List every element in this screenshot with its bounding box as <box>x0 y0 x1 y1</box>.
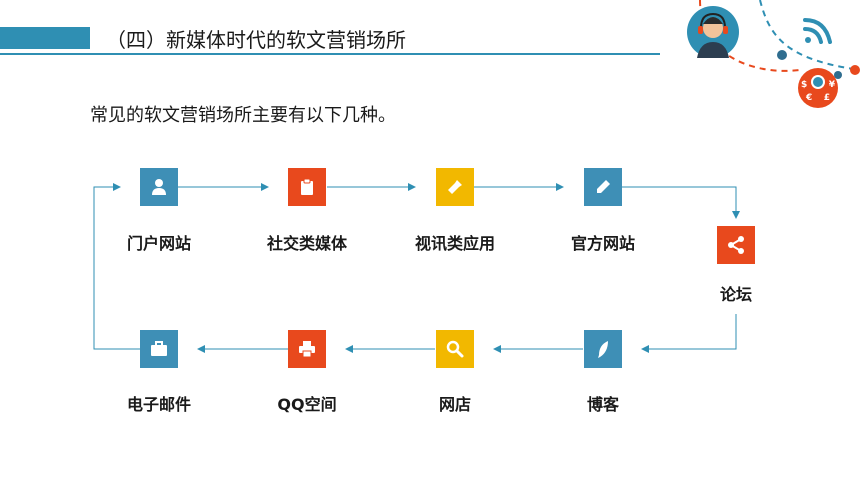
flashlight-icon <box>448 180 462 194</box>
node-label-blog: 博客 <box>586 395 620 414</box>
connector-arrow <box>93 183 140 350</box>
node-label-video: 视讯类应用 <box>414 234 496 253</box>
node-label-store: 网店 <box>438 395 472 414</box>
currency-symbol: $ <box>801 80 808 90</box>
social-media-tile <box>288 168 326 206</box>
clipboard-icon <box>301 178 313 195</box>
currency-symbol: £ <box>823 93 830 103</box>
email-tile <box>140 330 178 368</box>
node-label-qzone: QQ空间 <box>277 395 337 414</box>
page-title: （四）新媒体时代的软文营销场所 <box>106 28 406 52</box>
printer-icon <box>299 341 315 358</box>
node-label-email: 电子邮件 <box>126 395 192 414</box>
person-icon <box>152 179 166 195</box>
node-label-forum: 论坛 <box>719 285 753 304</box>
qzone-tile <box>288 330 326 368</box>
connector-arrow <box>622 186 740 219</box>
feather-icon <box>598 341 608 358</box>
node-label-social: 社交类媒体 <box>266 234 348 253</box>
official-site-tile <box>584 168 622 206</box>
share-icon <box>728 236 744 254</box>
title-underline <box>0 53 660 55</box>
forum-tile <box>717 226 755 264</box>
node-label-portal: 门户网站 <box>126 234 192 253</box>
title-accent-bar <box>0 27 90 49</box>
connector-arrow <box>641 314 737 353</box>
support-agent-icon <box>687 6 739 58</box>
blog-tile <box>584 330 622 368</box>
node-label-official: 官方网站 <box>570 234 636 253</box>
currency-globe-icon <box>798 68 838 108</box>
pencil-icon <box>597 180 610 193</box>
portal-site-tile <box>140 168 178 206</box>
intro-text: 常见的软文营销场所主要有以下几种。 <box>90 105 396 126</box>
briefcase-icon <box>151 341 167 356</box>
wifi-icon <box>803 18 832 44</box>
video-app-tile <box>436 168 474 206</box>
currency-symbol: ¥ <box>828 80 835 90</box>
currency-symbol: € <box>806 93 813 103</box>
online-store-tile <box>436 330 474 368</box>
magnifier-icon <box>446 340 464 358</box>
